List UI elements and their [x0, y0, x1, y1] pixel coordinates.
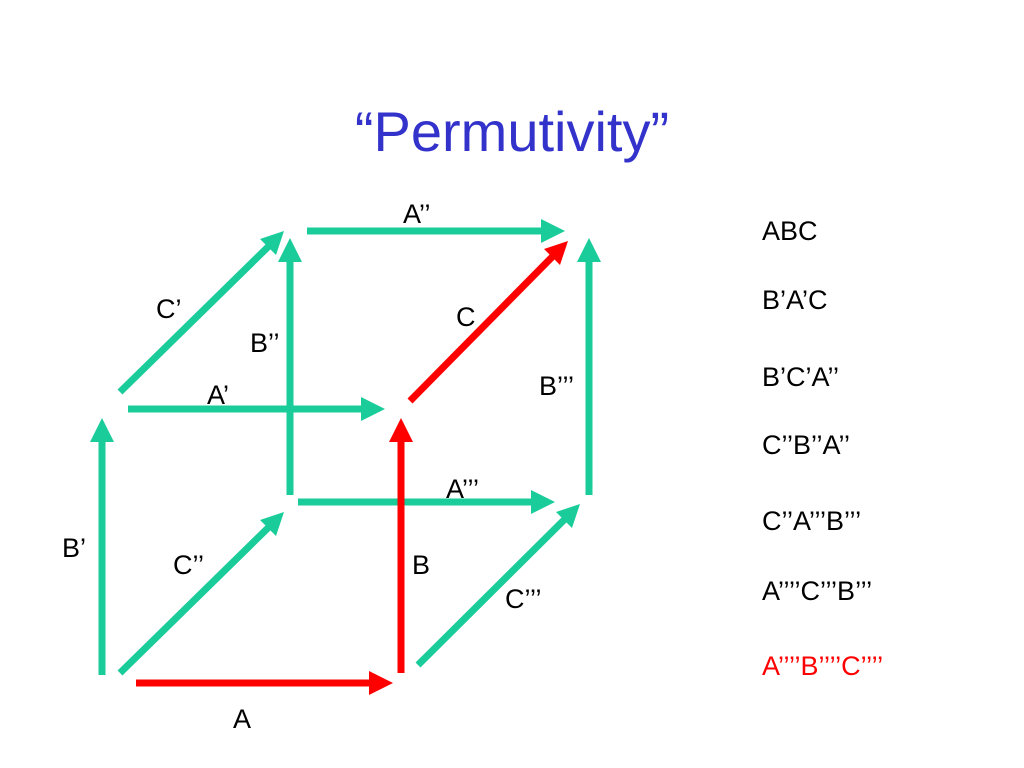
edge-label-a-triple: A’’’	[446, 474, 480, 504]
permutation-item: C’’A’’’B’’’	[762, 506, 862, 536]
permutation-item: B’A’C	[762, 285, 828, 315]
edge-c-prime	[117, 240, 275, 395]
arrowhead-a-red	[369, 671, 393, 695]
edge-label-c-prime: C’	[156, 294, 182, 324]
arrowhead-c-triple	[556, 504, 580, 528]
permutation-item: C’’B’’A’’	[762, 430, 851, 460]
arrowhead-b-red	[389, 418, 413, 442]
arrowhead-c-prime	[260, 231, 284, 255]
permutation-item: B’C’A’’	[762, 362, 840, 392]
edge-label-a-prime: A’	[207, 380, 230, 410]
edge-label-c-triple: C’’’	[505, 584, 542, 614]
edge-label-a-double: A’’	[403, 199, 431, 229]
permutation-item: A’’’’C’’’B’’’	[762, 576, 873, 606]
edge-c-triple	[415, 513, 571, 668]
permutation-item-highlighted: A’’’’B’’’’C’’’’	[762, 651, 884, 681]
edge-label-b-triple: B’’’	[539, 371, 575, 401]
edge-c-double	[117, 521, 275, 676]
cube-edges	[90, 219, 601, 695]
arrowhead-a-double	[541, 219, 565, 243]
edge-label-c: C	[456, 302, 476, 332]
arrowhead-c-double	[260, 512, 284, 536]
edge-label-c-double: C’’	[173, 550, 205, 580]
arrowhead-a-triple	[531, 490, 555, 514]
arrowhead-c-red	[544, 241, 568, 265]
arrowhead-a-prime	[361, 397, 385, 421]
arrowhead-b-triple	[577, 238, 601, 262]
permutation-item: ABC	[762, 216, 818, 246]
edge-c-red	[407, 250, 559, 404]
edge-label-b-prime: B’	[62, 533, 87, 563]
arrowhead-b-double	[278, 238, 302, 262]
edge-label-b: B	[412, 550, 431, 580]
edge-label-b-double: B’’	[250, 328, 280, 358]
edge-label-a: A	[233, 704, 252, 734]
arrowhead-b-prime	[90, 418, 114, 442]
slide-title: “Permutivity”	[354, 100, 670, 163]
